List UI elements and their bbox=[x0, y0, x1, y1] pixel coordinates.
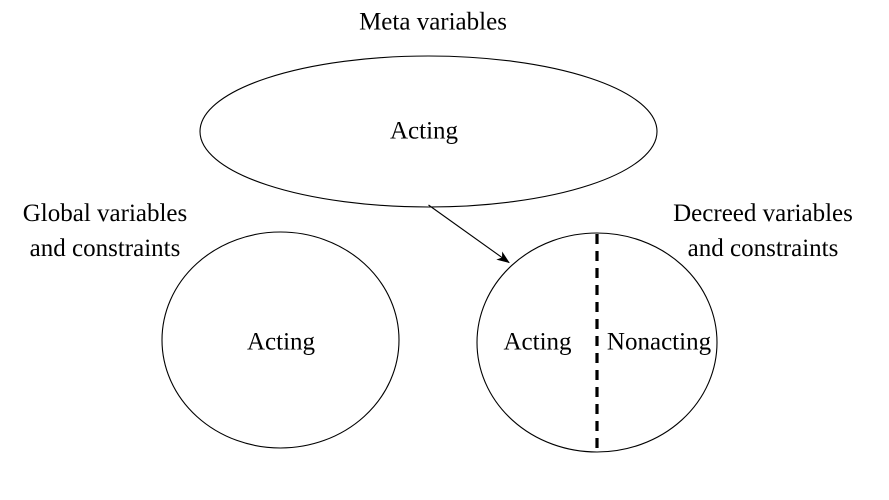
decreed-variables-title-line2: and constraints bbox=[687, 235, 839, 262]
meta-to-decreed-arrow bbox=[428, 204, 510, 264]
meta-variables-title: Meta variables bbox=[359, 8, 507, 36]
meta-ellipse-acting-label: Acting bbox=[389, 117, 459, 145]
decreed-circle bbox=[476, 232, 718, 453]
decreed-circle-acting-label: Acting bbox=[503, 328, 572, 356]
global-variables-title: Global variables and constraints bbox=[23, 196, 188, 266]
global-circle bbox=[161, 231, 400, 449]
global-circle-acting-label: Acting bbox=[246, 328, 316, 356]
global-variables-title-line1: Global variables bbox=[22, 200, 188, 227]
decreed-circle-nonacting-label: Nonacting bbox=[606, 328, 712, 356]
decreed-variables-title: Decreed variables and constraints bbox=[673, 196, 853, 266]
meta-ellipse bbox=[199, 55, 658, 208]
decreed-variables-title-line1: Decreed variables bbox=[673, 200, 853, 227]
global-variables-title-line2: and constraints bbox=[29, 235, 181, 262]
